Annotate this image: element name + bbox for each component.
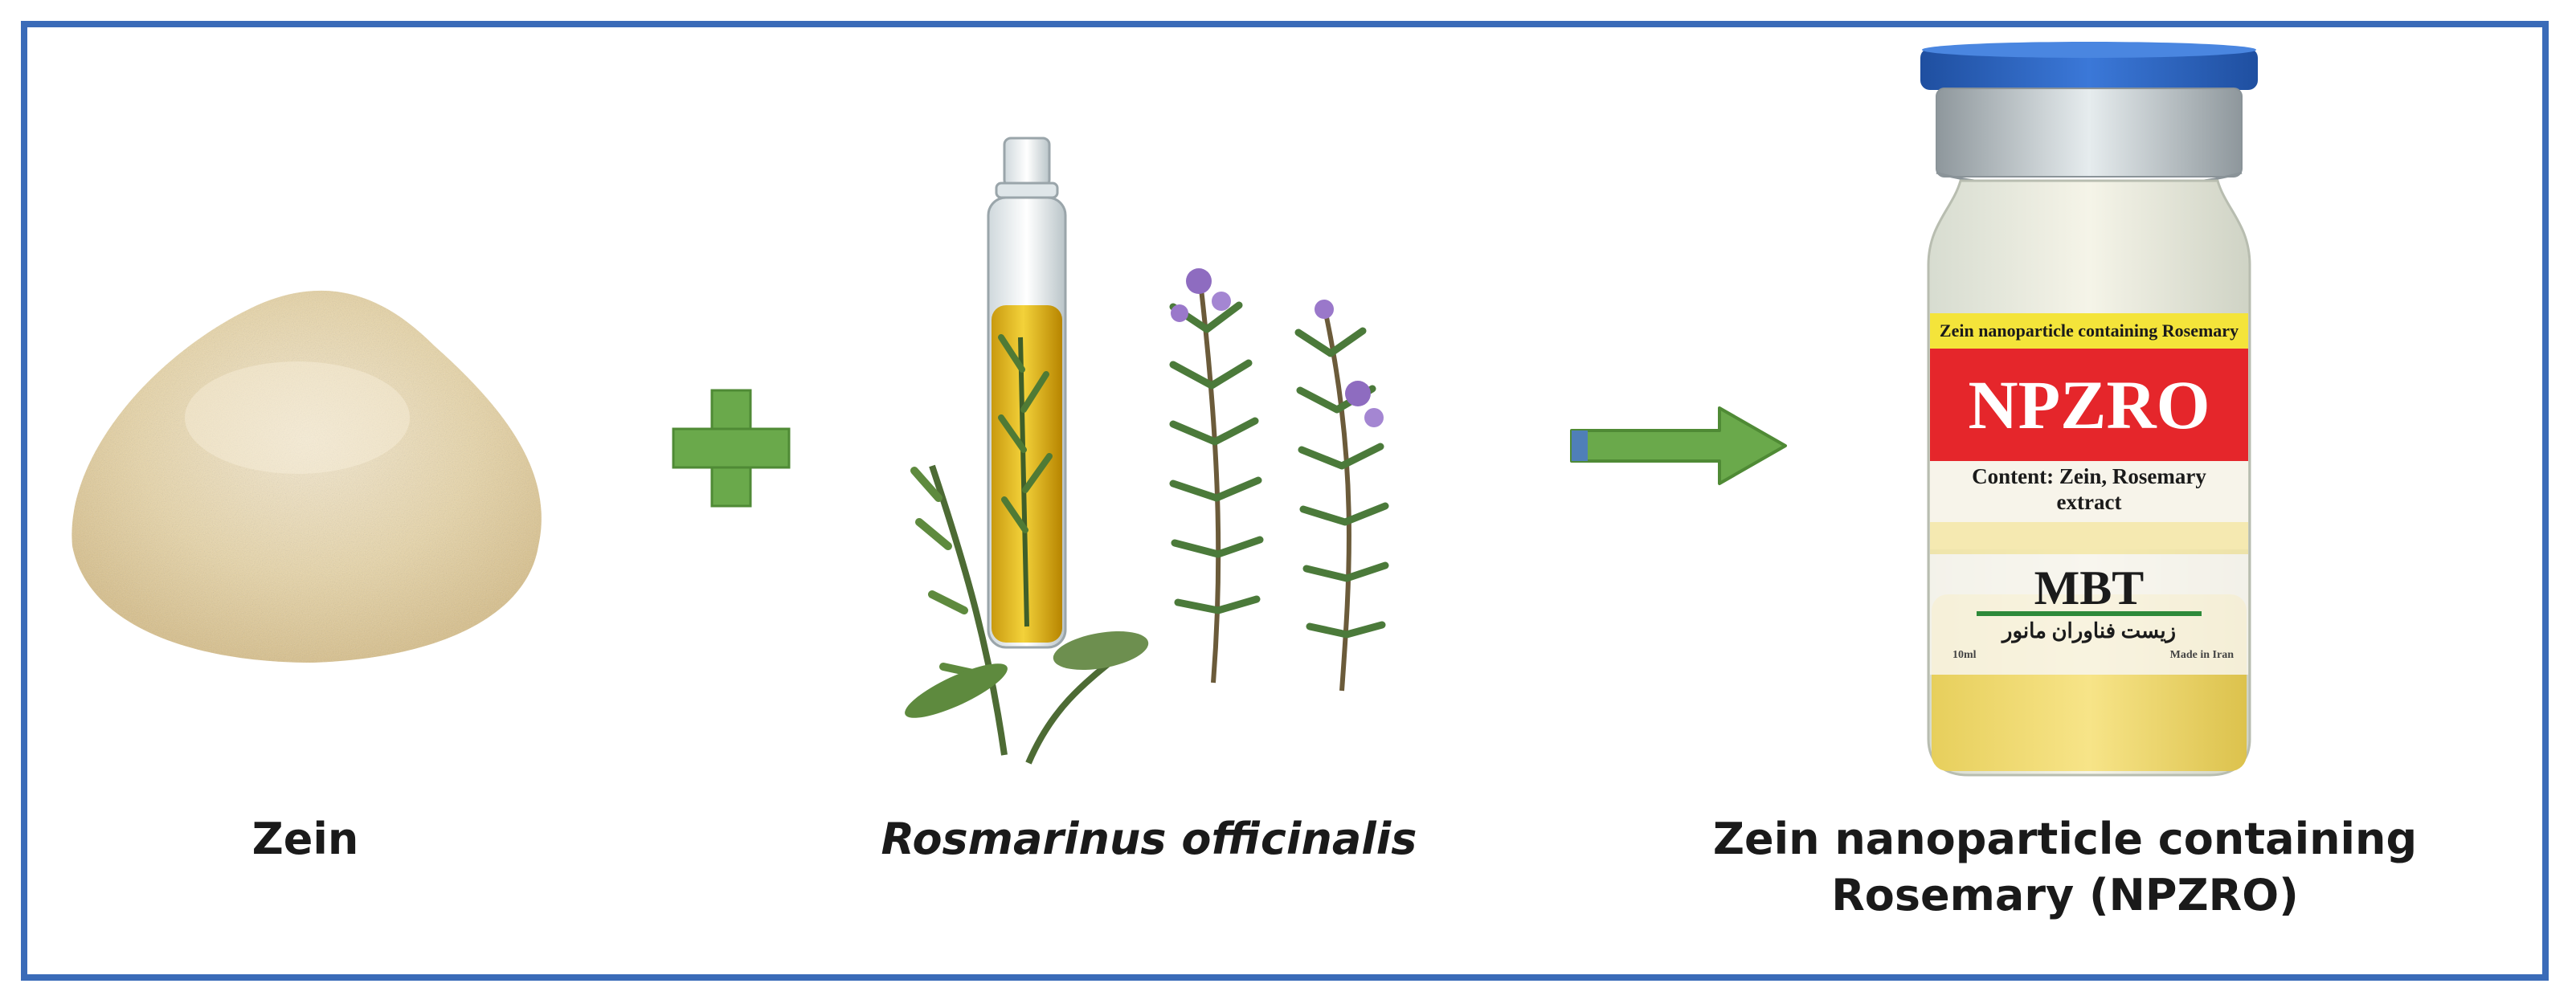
npzro-caption-line1: Zein nanoparticle containing xyxy=(1712,814,2418,864)
npzro-caption: Zein nanoparticle containing Rosemary (N… xyxy=(1623,811,2507,924)
arrow-right-icon xyxy=(1570,406,1787,485)
vial-maker-script: زیست فناوران مانور xyxy=(2002,619,2177,643)
vial-made-in: Made in Iran xyxy=(2169,649,2234,661)
vial-brand-label: NPZRO xyxy=(1968,366,2210,443)
plus-icon xyxy=(672,389,791,508)
vial-content-line2: extract xyxy=(2056,490,2122,514)
rosmarinus-caption: Rosmarinus officinalis xyxy=(881,814,1417,864)
zein-caption: Zein xyxy=(251,814,359,864)
vial-maker-logo: MBT xyxy=(2034,561,2145,614)
npzro-caption-line2: Rosemary (NPZRO) xyxy=(1831,870,2299,921)
vial-volume: 10ml xyxy=(1952,649,1977,661)
powder-pile-icon xyxy=(72,290,542,663)
rosemary-oil-bottle-icon xyxy=(905,137,1389,765)
vial-top-band-text: Zein nanoparticle containing Rosemary xyxy=(1939,320,2239,341)
product-vial-icon xyxy=(1920,42,2258,777)
vial-content-line1: Content: Zein, Rosemary xyxy=(1972,464,2206,488)
